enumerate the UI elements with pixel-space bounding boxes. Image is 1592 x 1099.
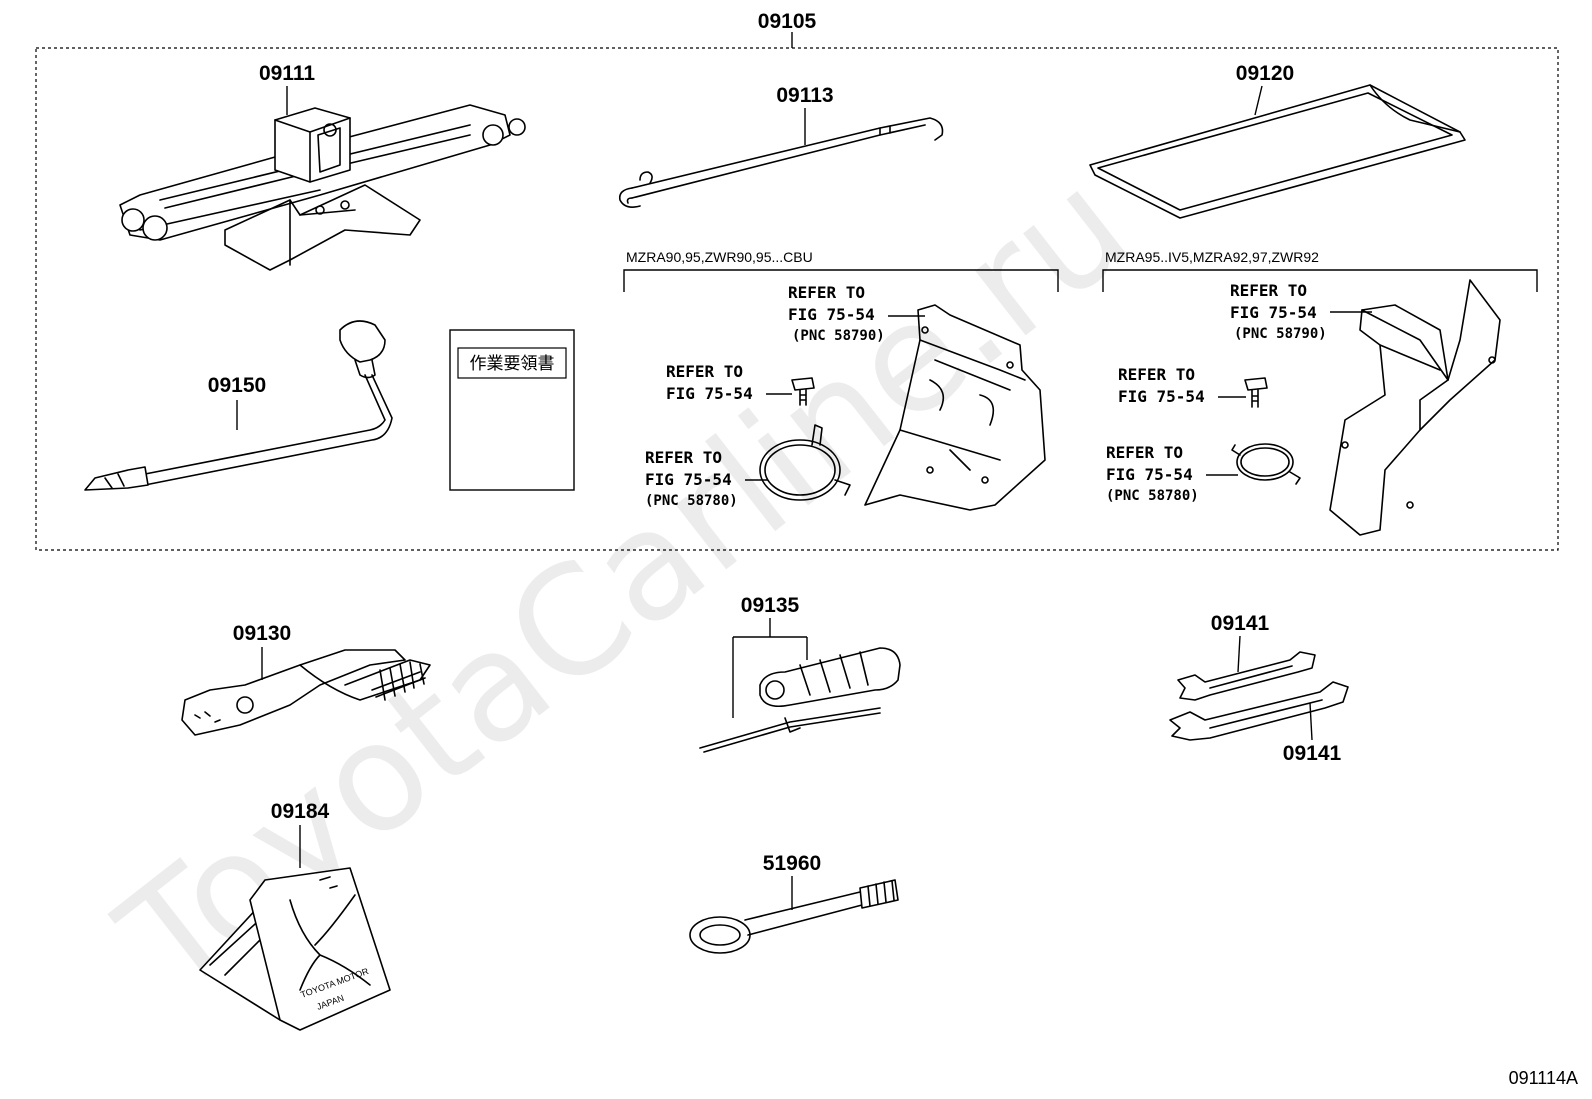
screwdriver-illustration <box>699 647 901 753</box>
right-bracket-ref-line3: (PNC 58790) <box>1234 326 1327 342</box>
right-bolt-ref-line2: FIG 75-54 <box>1118 387 1205 406</box>
right-clamp-ref-line2: FIG 75-54 <box>1106 465 1193 484</box>
wrench-a-leader <box>1237 635 1241 673</box>
part-number-jack[interactable]: 09111 <box>259 62 315 85</box>
variant-left-title: MZRA90,95,ZWR90,95...CBU <box>626 249 813 265</box>
variant-right-bracket-line <box>1102 269 1538 292</box>
part-number-screwdriver[interactable]: 09135 <box>741 594 800 617</box>
left-bolt-illustration <box>791 377 815 406</box>
part-number-towing-eye[interactable]: 51960 <box>763 852 821 875</box>
left-clamp-illustration <box>759 424 851 501</box>
variant-left-bracket-line <box>623 269 1059 292</box>
right-clamp-ref-line1: REFER TO <box>1106 443 1183 462</box>
towing-eye-illustration <box>689 879 899 954</box>
watermark-text: ToyotaCarline.ru <box>89 139 1160 1029</box>
wheel-chock-illustration <box>199 867 391 1031</box>
tool-bag-illustration <box>1089 84 1466 219</box>
part-number-wrench-a[interactable]: 09141 <box>1211 612 1270 635</box>
left-bolt-ref-line2: FIG 75-54 <box>666 384 753 403</box>
left-bracket-ref-line2: FIG 75-54 <box>788 305 875 324</box>
wrench-a-illustration <box>1177 651 1316 701</box>
left-clamp-ref-line1: REFER TO <box>645 448 722 467</box>
part-number-pliers[interactable]: 09130 <box>233 622 291 645</box>
part-number-wheel-chock[interactable]: 09184 <box>271 800 330 823</box>
right-clamp-ref-line3: (PNC 58780) <box>1106 488 1199 504</box>
right-bracket-ref-line1: REFER TO <box>1230 281 1307 300</box>
tool-bag-leader <box>1254 85 1263 116</box>
diagram-code: 091114A <box>1509 1068 1578 1088</box>
left-bracket-ref-line3: (PNC 58790) <box>792 328 885 344</box>
variant-right-title: MZRA95..IV5,MZRA92,97,ZWR92 <box>1105 249 1319 265</box>
part-number-jack-handle[interactable]: 09113 <box>776 84 833 107</box>
right-bolt-illustration <box>1244 377 1268 408</box>
right-cover-illustration <box>1329 279 1501 536</box>
wrench-b-illustration <box>1169 681 1349 741</box>
right-bracket-ref-line2: FIG 75-54 <box>1230 303 1317 322</box>
left-tray-illustration <box>864 304 1046 511</box>
part-number-tool-bag[interactable]: 09120 <box>1236 62 1294 85</box>
screwdriver-leader <box>732 618 808 718</box>
left-clamp-ref-line2: FIG 75-54 <box>645 470 732 489</box>
right-clamp-illustration <box>1231 443 1301 485</box>
jack-illustration <box>119 104 526 271</box>
pliers-illustration <box>181 649 431 736</box>
part-number-wrench-b[interactable]: 09141 <box>1283 742 1342 765</box>
part-number-group[interactable]: 09105 <box>758 10 817 33</box>
manual-illustration <box>449 329 575 491</box>
manual-label: 作業要領書 <box>470 354 555 374</box>
jack-handle-illustration <box>618 117 944 208</box>
part-number-wheel-wrench[interactable]: 09150 <box>208 374 266 397</box>
wrench-b-leader <box>1309 702 1313 741</box>
left-clamp-ref-line3: (PNC 58780) <box>645 493 738 509</box>
kit-group-frame <box>35 47 1559 551</box>
right-bolt-ref-line1: REFER TO <box>1118 365 1195 384</box>
left-bracket-ref-line1: REFER TO <box>788 283 865 302</box>
wheel-wrench-illustration <box>84 320 393 491</box>
left-bolt-ref-line1: REFER TO <box>666 362 743 381</box>
